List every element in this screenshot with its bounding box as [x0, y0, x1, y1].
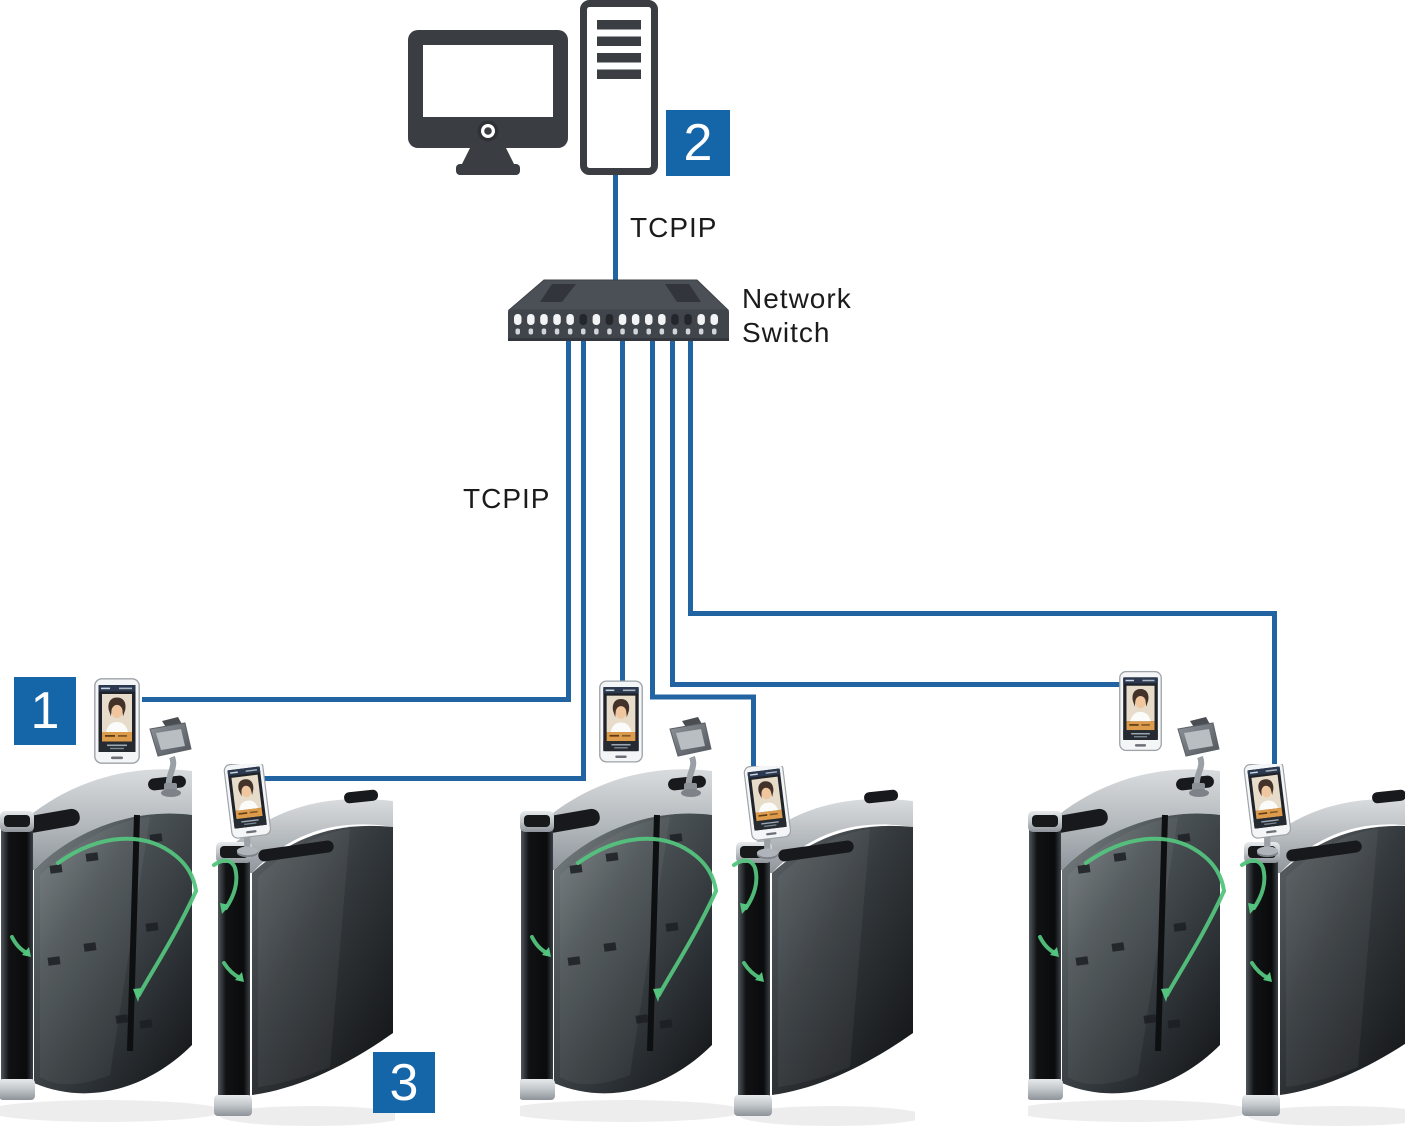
network-switch-icon — [507, 279, 730, 341]
switch-ports — [514, 314, 718, 335]
tcpip-label-switch-terminals: TCPIP — [463, 483, 551, 514]
face-terminal-6 — [1242, 764, 1292, 860]
tower-pc-icon — [580, 0, 658, 175]
callout-badge-face-terminal: 1 — [14, 677, 76, 745]
face-terminal-3 — [599, 680, 643, 763]
turnstile-lane-group-2 — [520, 715, 915, 1126]
cable-switch-to-terminal-5 — [670, 335, 1124, 687]
network-switch-label-line1: Network — [742, 283, 852, 314]
callout-badge-management-pc: 2 — [666, 110, 730, 176]
monitor-icon — [408, 30, 568, 175]
tcpip-label-pc-switch: TCPIP — [630, 212, 718, 243]
callout-badge-turnstile: 3 — [373, 1052, 435, 1113]
cable-switch-to-terminal-4 — [650, 335, 756, 775]
turnstile-lane-group-3 — [1028, 715, 1405, 1126]
face-terminal-1 — [94, 678, 140, 764]
cable-switch-to-terminal-1 — [142, 335, 571, 702]
turnstile-lane-group-1 — [0, 715, 395, 1126]
management-workstation — [408, 0, 658, 175]
face-terminal-2 — [222, 764, 272, 860]
network-switch-label-line2: Switch — [742, 317, 831, 348]
cable-switch-to-terminal-2 — [260, 335, 586, 781]
face-terminal-5 — [1119, 670, 1162, 752]
cable-switch-to-terminal-6 — [688, 335, 1277, 775]
face-terminal-4 — [742, 766, 792, 862]
network-switch-label: Network Switch — [742, 282, 852, 350]
